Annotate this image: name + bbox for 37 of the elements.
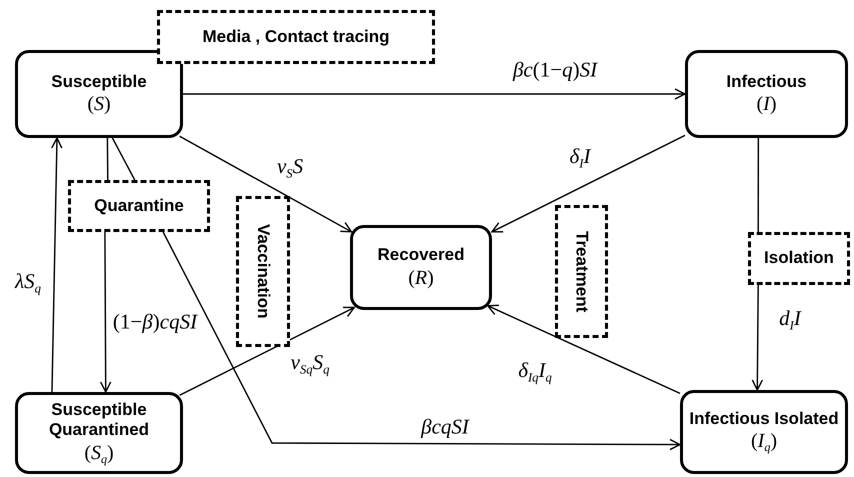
arrow — [100, 232, 112, 393]
node-label: Susceptible — [51, 72, 147, 92]
compartment-box — [15, 50, 183, 138]
control-measure-box — [748, 232, 850, 285]
node-label: Recovered — [378, 245, 464, 266]
control-measure-box — [236, 196, 290, 347]
arrow — [179, 136, 352, 232]
arrow — [183, 88, 686, 100]
arrow — [487, 304, 680, 394]
variable-symbol: (I) — [756, 92, 776, 116]
node-label: Infectious — [726, 72, 807, 92]
arrow — [179, 306, 355, 396]
arrow — [51, 137, 62, 392]
control-measure-box — [68, 180, 210, 232]
connector-line — [112, 138, 136, 180]
connector-line — [106, 138, 108, 180]
node-label: Quarantine — [94, 196, 184, 216]
arrow — [752, 285, 764, 391]
node-label: Infectious Isolated — [689, 409, 839, 430]
compartment-box — [685, 50, 848, 138]
compartment-box — [350, 225, 492, 310]
node-label: Isolation — [764, 248, 834, 269]
variable-symbol: (R) — [408, 266, 434, 290]
compartment-box — [15, 392, 183, 474]
variable-symbol: (I$_{q}$) — [750, 429, 777, 455]
arrow — [162, 232, 681, 450]
variable-symbol: (S) — [87, 92, 111, 116]
node-label: Susceptible Quarantined — [48, 400, 150, 441]
connector-line — [758, 138, 760, 232]
variable-symbol: (S$_{q}$) — [84, 440, 114, 466]
node-label: Vaccination — [253, 224, 274, 319]
arrow — [491, 134, 686, 232]
control-measure-box — [555, 205, 608, 338]
compartment-box — [680, 390, 848, 474]
node-label: Treatment — [572, 230, 592, 312]
node-label: Media , Contact tracing — [202, 26, 390, 48]
control-measure-box — [157, 10, 435, 64]
